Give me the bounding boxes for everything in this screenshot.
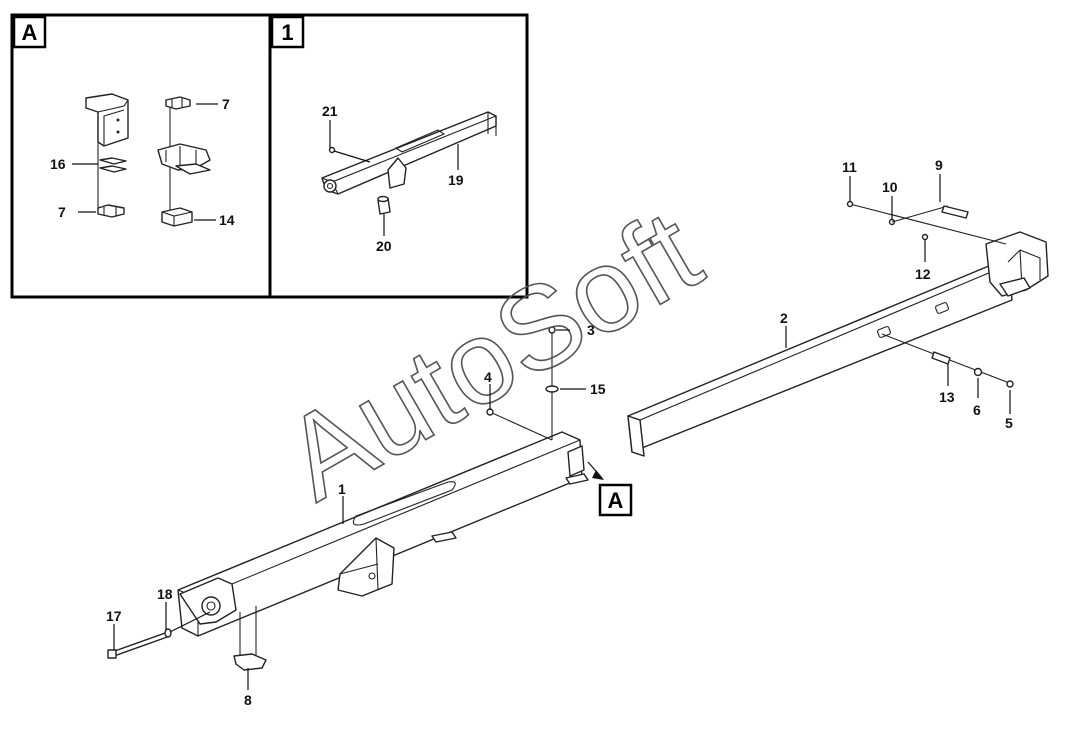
- callout-3: 3: [587, 322, 595, 338]
- callout-9: 9: [935, 157, 943, 173]
- inset-1-label: 1: [281, 20, 293, 45]
- callout-20: 20: [376, 238, 392, 254]
- callout-19: 19: [448, 172, 464, 188]
- callout-16: 16: [50, 156, 66, 172]
- inset-a-parts: [85, 93, 211, 227]
- callout-6: 6: [973, 402, 981, 418]
- callout-labels: 1 2 3 4 5 6 7 7 8 9 10 11 12 13 14 15 16…: [50, 96, 1013, 708]
- callout-11: 11: [842, 159, 857, 175]
- callout-5: 5: [1005, 415, 1013, 431]
- beam-2: [627, 231, 1049, 457]
- callout-15: 15: [590, 381, 606, 397]
- leader-lines: [72, 103, 1011, 690]
- hardware: [107, 200, 1014, 659]
- callout-12: 12: [915, 266, 931, 282]
- inset-a-label: A: [22, 20, 38, 45]
- inset-1-parts: [321, 111, 497, 215]
- inset-1-tag: 1: [270, 15, 305, 49]
- callout-4: 4: [484, 369, 492, 385]
- callout-1: 1: [338, 481, 346, 497]
- callout-13: 13: [939, 389, 955, 405]
- beam-1: [177, 431, 589, 671]
- callout-21: 21: [322, 103, 338, 119]
- detail-a-label: A: [608, 488, 624, 513]
- callout-17: 17: [106, 608, 122, 624]
- callout-8: 8: [244, 692, 252, 708]
- callout-7b: 7: [222, 96, 230, 112]
- callout-7a: 7: [58, 204, 66, 220]
- inset-a-tag: A: [12, 15, 47, 49]
- callout-18: 18: [157, 586, 173, 602]
- callout-2: 2: [780, 310, 788, 326]
- callout-10: 10: [882, 179, 898, 195]
- detail-a-tag: A: [587, 461, 633, 517]
- callout-14: 14: [219, 212, 235, 228]
- inset-frame: [10, 13, 529, 299]
